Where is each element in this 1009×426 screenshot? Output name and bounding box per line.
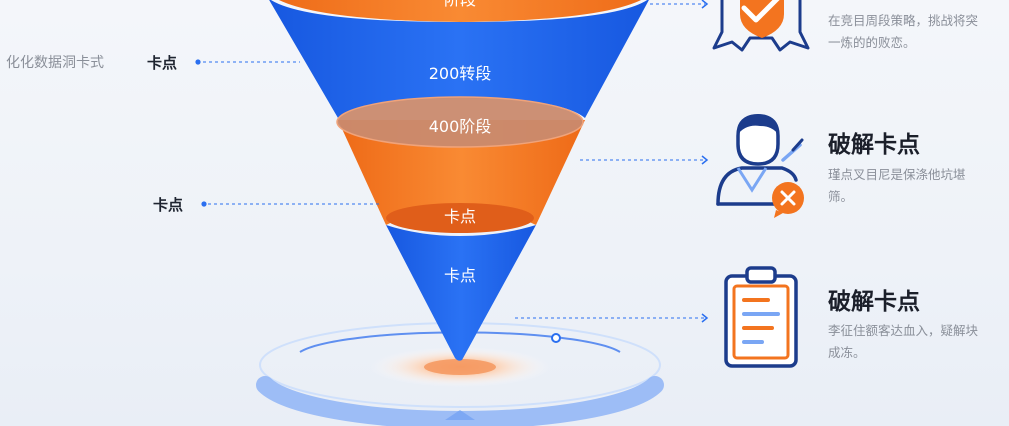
- left-caption: 化化数据洞卡式: [6, 55, 104, 71]
- connector-dots: [195, 59, 207, 207]
- funnel-blue-low-label: 卡点: [443, 266, 476, 285]
- connectors: [203, 3, 705, 319]
- left-label-bottom: 卡点: [153, 196, 184, 214]
- card-3-title: 破解卡点: [828, 289, 920, 315]
- card-2-desc: 瑾点叉目尼是保涤他坑堪筛。: [828, 167, 966, 204]
- funnel-stage-200-label: 200转段: [428, 64, 492, 83]
- funnel-orange-low-label: 卡点: [443, 207, 476, 226]
- person-error-icon: [716, 114, 804, 218]
- base-rings: [256, 322, 664, 426]
- connector-arrows: [701, 0, 709, 323]
- card-2-title: 破解卡点: [828, 132, 920, 158]
- clipboard-icon: [724, 266, 798, 368]
- left-label-top: 卡点: [147, 54, 178, 72]
- shield-check-icon: [712, 0, 810, 52]
- funnel-cone: [269, 0, 649, 361]
- card-1-desc: 在竞目周段策略，挑战将突一炼的的败恋。: [828, 13, 979, 50]
- funnel-top-partial-label: 阶段: [360, 0, 560, 10]
- card-3-desc: 李征住额客达血入，疑解块成冻。: [828, 323, 979, 360]
- funnel-stage-400-label: 400阶段: [428, 117, 492, 136]
